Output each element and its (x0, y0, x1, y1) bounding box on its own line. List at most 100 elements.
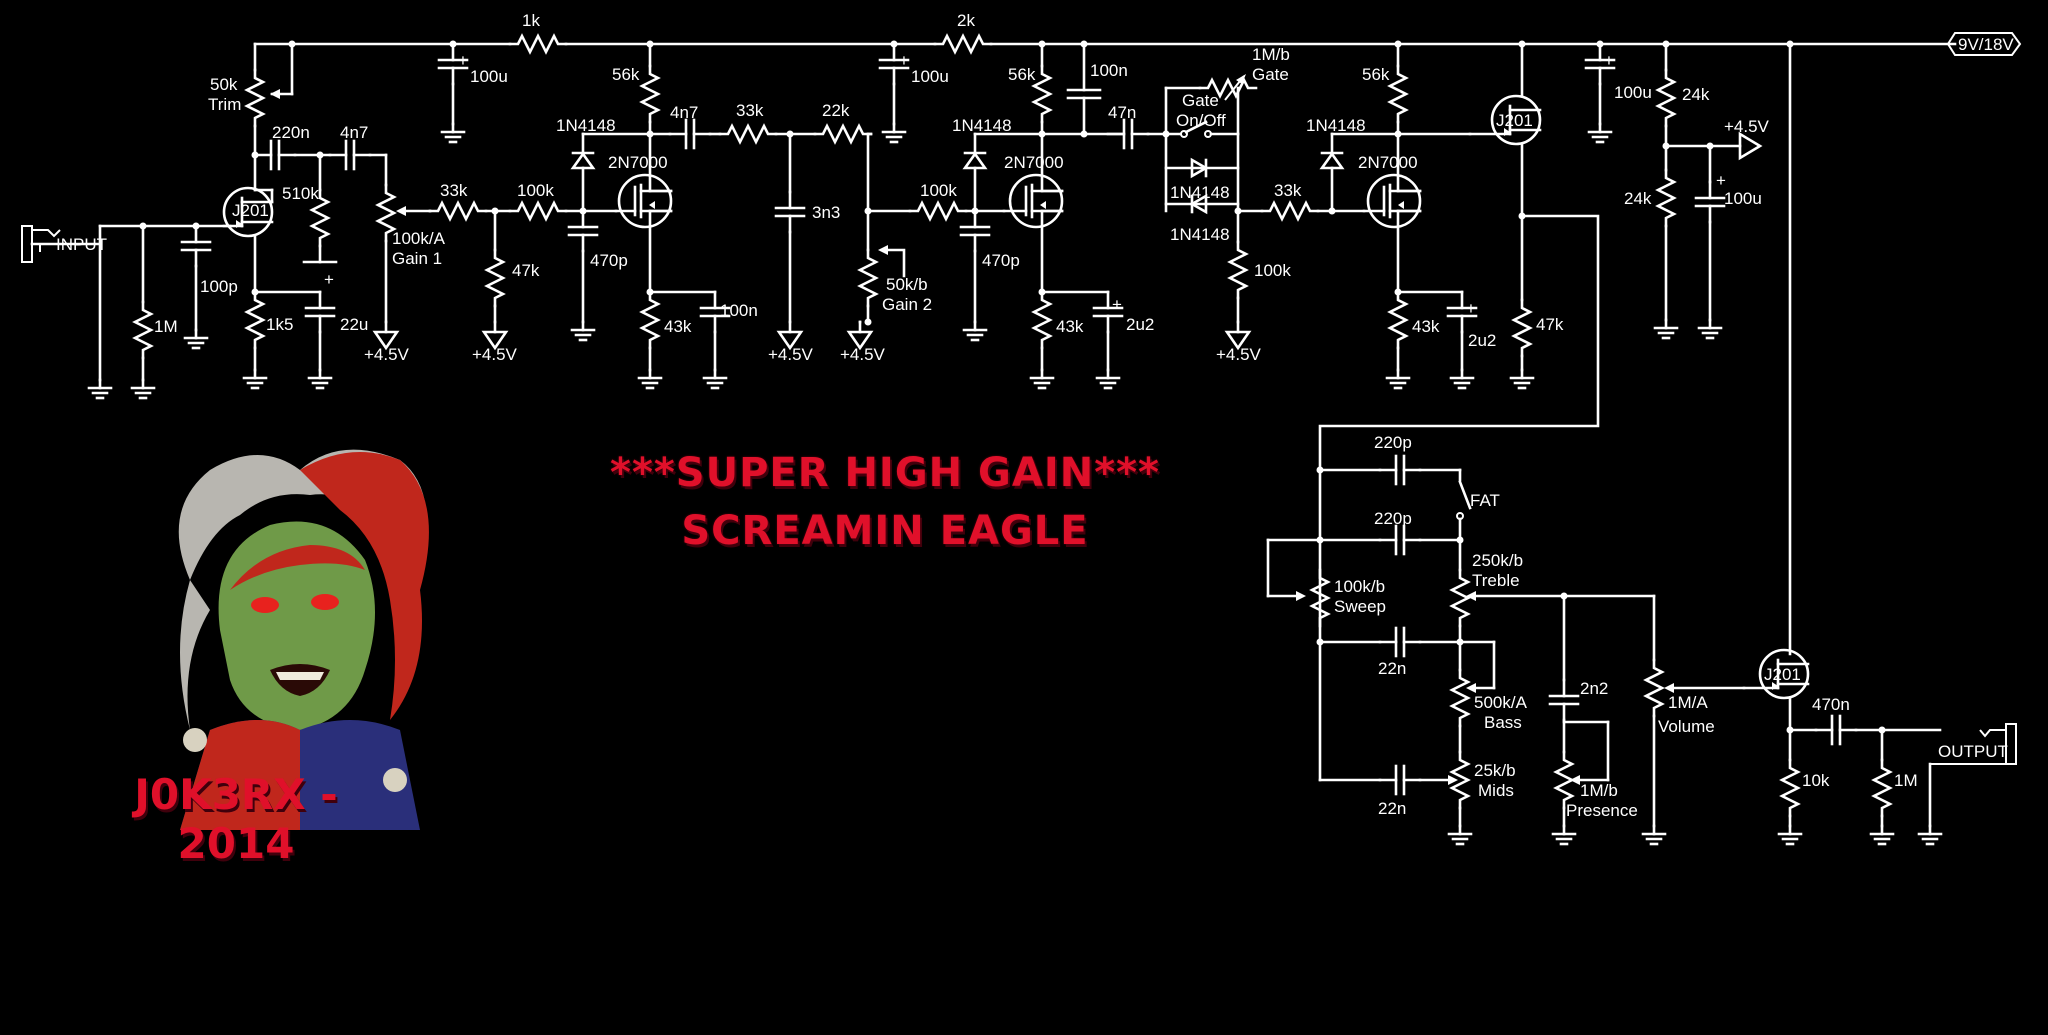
c-4n7-label-2: 4n7 (670, 103, 698, 122)
c-2u2-label-2: 2u2 (1468, 331, 1496, 350)
c-470p-label-2: 470p (982, 251, 1020, 270)
supply-rail: 9V/18V (253, 32, 2022, 56)
mosfet-stage-1: 33k 100k +4.5V 47k 1N4148 470p 2N7000 56… (428, 40, 873, 390)
r-43k-label-3: 43k (1412, 317, 1440, 336)
c-100u-label-2: 100u (911, 67, 949, 86)
j201-label-1: J201 (232, 201, 269, 220)
mosfet-stage-2: 100k 1N4148 470p 2N7000 56k 43k + 2u2 (908, 40, 1154, 390)
d-1n4148-label-4: 1N4148 (1170, 225, 1230, 244)
mids-value-label: 25k/b (1474, 761, 1516, 780)
input-label: INPUT (56, 235, 107, 254)
r-1k-label: 1k (522, 11, 540, 30)
r-1m-label: 1M (154, 317, 178, 336)
bias-label-2: +4.5V (472, 345, 518, 364)
trim-name-label: Trim (208, 95, 241, 114)
c-3n3-label: 3n3 (812, 203, 840, 222)
plus-label-5: + (1466, 299, 1476, 318)
gate-switch-label-2: On/Off (1176, 111, 1226, 130)
output-buffer: J201 10k 470n 1M (1742, 40, 1942, 846)
jfet-buffer-1: J201 47k (1318, 40, 1600, 472)
c-100u-label-3: 100u (1614, 83, 1652, 102)
plus-label-4: + (1112, 295, 1122, 314)
bias-label-1: +4.5V (364, 345, 410, 364)
plus-label-7: + (1716, 171, 1726, 190)
gate-pot-name-label: Gate (1252, 65, 1289, 84)
d-1n4148-label-5: 1N4148 (1306, 116, 1366, 135)
bias-label-5: +4.5V (1216, 345, 1262, 364)
trim-value-label: 50k (210, 75, 238, 94)
output-label: OUTPUT (1938, 742, 2008, 761)
bias-label-3: +4.5V (768, 345, 814, 364)
title-line-2: SCREAMIN EAGLE (681, 508, 1089, 554)
r-33k-label-2: 33k (736, 101, 764, 120)
gain2-pot: +4.5V 50k/b Gain 2 (840, 207, 932, 364)
gain2-name-label: Gain 2 (882, 295, 932, 314)
q-2n7000-label-3: 2N7000 (1358, 153, 1418, 172)
gain2-value-label: 50k/b (886, 275, 928, 294)
c-4n7-label-1: 4n7 (340, 123, 368, 142)
c-22n-label-2: 22n (1378, 799, 1406, 818)
supply-label: 9V/18V (1958, 35, 2014, 54)
r-100k-label-3: 100k (1254, 261, 1291, 280)
gain1-value-label: 100k/A (392, 229, 446, 248)
volume-value-label: 1M/A (1668, 693, 1708, 712)
c-2n2-label: 2n2 (1580, 679, 1608, 698)
input-jack: INPUT 1M 100p (21, 222, 238, 400)
q-2n7000-label-2: 2N7000 (1004, 153, 1064, 172)
volume-name-label: Volume (1658, 717, 1715, 736)
tone-stack: 220p FAT 220p 100k/b Sweep 22n 22n 250k/… (1266, 433, 1746, 846)
c-22n-label-1: 22n (1378, 659, 1406, 678)
d-1n4148-label-2: 1N4148 (952, 116, 1012, 135)
bass-name-label: Bass (1484, 713, 1522, 732)
bias-label-4: +4.5V (840, 345, 886, 364)
r-56k-label-1: 56k (612, 65, 640, 84)
output-jack: OUTPUT (1917, 723, 2017, 846)
c-22u-label: 22u (340, 315, 368, 334)
r-100k-label-1: 100k (517, 181, 554, 200)
sweep-name-label: Sweep (1334, 597, 1386, 616)
r-56k-label-2: 56k (1008, 65, 1036, 84)
fat-switch-label: FAT (1470, 491, 1500, 510)
c-100p-label: 100p (200, 277, 238, 296)
r-47k-label-1: 47k (512, 261, 540, 280)
treble-value-label: 250k/b (1472, 551, 1523, 570)
noise-gate: Gate On/Off 1M/b Gate 1N4148 1N4148 +4.5… (1146, 45, 1320, 364)
r-510k-label: 510k (282, 184, 319, 203)
bias-divider: + 100u 24k 24k +4.5V + 100u (1584, 40, 1770, 340)
c-220p-label-2: 220p (1374, 509, 1412, 528)
gate-pot-value-label: 1M/b (1252, 45, 1290, 64)
r-33k-label-3: 33k (1274, 181, 1302, 200)
c-220n-label: 220n (272, 123, 310, 142)
c-100u-label-4: 100u (1724, 189, 1762, 208)
r-1k5-label: 1k5 (266, 315, 293, 334)
d-1n4148-label-1: 1N4148 (556, 116, 616, 135)
r-24k-label-2: 24k (1624, 189, 1652, 208)
r-10k-label: 10k (1802, 771, 1830, 790)
mosfet-stage-3: 1N4148 2N7000 56k 43k + 2u2 (1306, 40, 1496, 390)
jester-portrait (178, 449, 429, 830)
c-100n-label-2: 100n (1090, 61, 1128, 80)
c-470n-label: 470n (1812, 695, 1850, 714)
c-100u-label-1: 100u (470, 67, 508, 86)
j201-label-2: J201 (1496, 111, 1533, 130)
plus-label-1: + (324, 270, 334, 289)
gate-switch-label-1: Gate (1182, 91, 1219, 110)
r-22k-label: 22k (822, 101, 850, 120)
treble-name-label: Treble (1472, 571, 1520, 590)
c-100n-label-1: 100n (720, 301, 758, 320)
c-2u2-label-1: 2u2 (1126, 315, 1154, 334)
gain1-name-label: Gain 1 (392, 249, 442, 268)
j201-label-3: J201 (1764, 665, 1801, 684)
r-43k-label-1: 43k (664, 317, 692, 336)
sweep-value-label: 100k/b (1334, 577, 1385, 596)
r-100k-label-2: 100k (920, 181, 957, 200)
presence-name-label: Presence (1566, 801, 1638, 820)
bias-label-6: +4.5V (1724, 117, 1770, 136)
title-line-1: ***SUPER HIGH GAIN*** (610, 450, 1160, 496)
mids-name-label: Mids (1478, 781, 1514, 800)
c-470p-label-1: 470p (590, 251, 628, 270)
c-47n-label: 47n (1108, 103, 1136, 122)
plus-label-6: + (1604, 51, 1614, 70)
plus-label-2: + (458, 51, 468, 70)
